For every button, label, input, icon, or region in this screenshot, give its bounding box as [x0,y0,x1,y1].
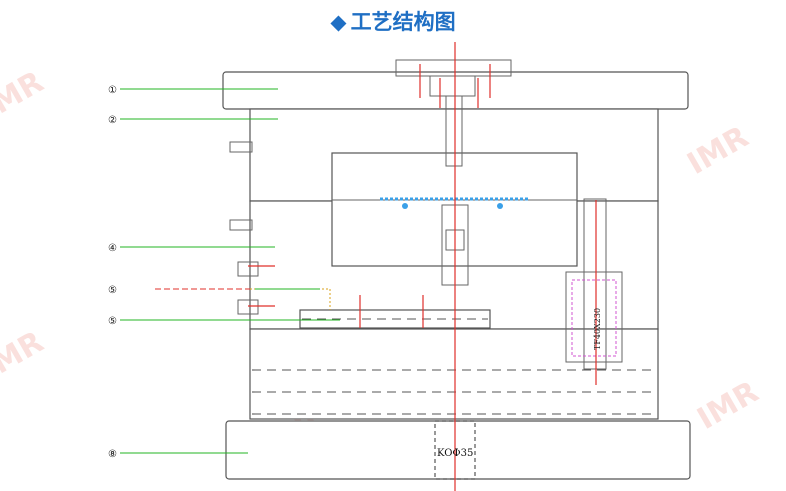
spring [571,279,617,357]
marker-2: ② [108,115,117,126]
support-plate [249,328,659,420]
marker-8: ⑧ [108,449,117,460]
cooling-hole-1 [402,203,408,209]
bolt-2 [229,219,253,231]
guide-pillar [583,198,607,370]
cooling-hole-2 [497,203,503,209]
diagram-title: ◆工艺结构图 [0,6,786,36]
watermark-6: IMR [0,325,50,387]
watermark-2: IMR [682,120,755,182]
sprue-bushing [445,95,463,167]
watermark-5: IMR [0,65,50,127]
spring-housing [565,271,623,363]
marker-5a: ⑤ [108,285,117,296]
marker-1: ① [108,85,117,96]
diagram-title-text: 工艺结构图 [350,10,456,34]
ko-label: KOΦ35 [437,448,473,459]
bolt-4 [237,299,259,315]
bolt-1 [229,141,253,153]
watermark-4: IMR [692,375,765,437]
spring-label: TF40X230 [593,308,602,350]
bolt-3 [237,261,259,277]
diamond-icon: ◆ [330,10,347,34]
marker-4: ④ [108,243,117,254]
marker-5b: ⑤ [108,316,117,327]
